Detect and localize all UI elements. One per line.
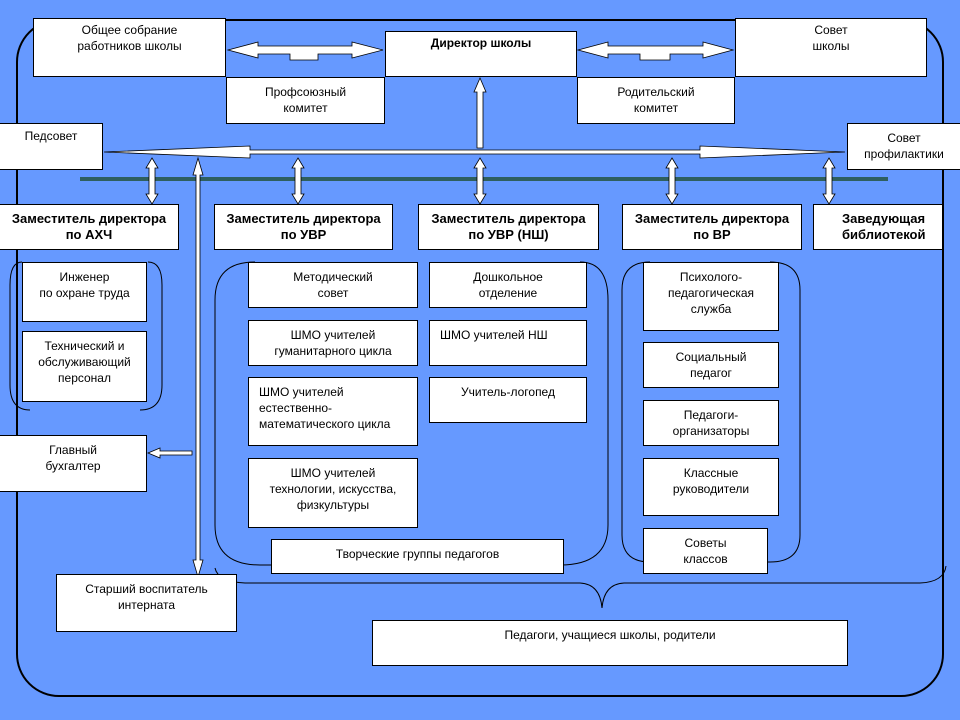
box-deputy-uvr: Заместитель директора по УВР <box>214 204 393 250</box>
box-shmo-primary: ШМО учителей НШ <box>429 320 587 366</box>
box-preschool: Дошкольное отделение <box>429 262 587 308</box>
box-creative-groups: Творческие группы педагогов <box>271 539 564 574</box>
box-chief-accountant: Главный бухгалтер <box>0 435 147 492</box>
double-arrow-director-council <box>576 41 735 61</box>
box-class-teachers: Классные руководители <box>643 458 779 516</box>
box-school-council: Совет школы <box>735 18 927 77</box>
box-shmo-humanities: ШМО учителей гуманитарного цикла <box>248 320 418 366</box>
box-director: Директор школы <box>385 31 577 77</box>
arrow-up-to-director <box>473 76 487 149</box>
box-class-councils: Советы классов <box>643 528 768 574</box>
box-deputy-ahch: Заместитель директора по АХЧ <box>0 204 179 250</box>
box-speech-therapist: Учитель-логопед <box>429 377 587 423</box>
double-arrow-meeting-director <box>226 41 384 61</box>
double-arrow-vertical-educator <box>192 156 204 579</box>
box-community: Педагоги, учащиеся школы, родители <box>372 620 848 666</box>
box-deputy-uvr-nsh: Заместитель директора по УВР (НШ) <box>418 204 599 250</box>
box-prevention-council: Совет профилактики <box>847 123 960 170</box>
box-shmo-tech: ШМО учителей технологии, искусства, физк… <box>248 458 418 528</box>
box-general-meeting: Общее собрание работников школы <box>33 18 226 77</box>
double-arrow-pedsovet-prevention <box>103 145 846 159</box>
box-senior-educator: Старший воспитатель интерната <box>56 574 237 632</box>
box-methodical-council: Методический совет <box>248 262 418 308</box>
horizontal-bus-bar <box>80 177 888 181</box>
box-trade-union: Профсоюзный комитет <box>226 77 385 124</box>
box-pedsovet: Педсовет <box>0 123 103 170</box>
box-deputy-vr: Заместитель директора по ВР <box>622 204 802 250</box>
group-bracket-uvr <box>214 261 609 566</box>
box-social-pedagogue: Социальный педагог <box>643 342 779 388</box>
box-technical-staff: Технический и обслуживающий персонал <box>22 331 147 402</box>
box-psych-service: Психолого- педагогическая служба <box>643 262 779 331</box>
box-parent-committee: Родительский комитет <box>577 77 735 124</box>
arrow-to-accountant <box>146 447 193 459</box>
box-shmo-science: ШМО учителей естественно- математическог… <box>248 377 418 446</box>
group-bracket-ahch <box>9 261 31 411</box>
group-bracket-ahch-right <box>139 261 163 411</box>
box-safety-engineer: Инженер по охране труда <box>22 262 147 322</box>
box-librarian: Заведующая библиотекой <box>813 204 943 250</box>
outer-frame <box>16 19 944 697</box>
box-organizers: Педагоги- организаторы <box>643 400 779 446</box>
